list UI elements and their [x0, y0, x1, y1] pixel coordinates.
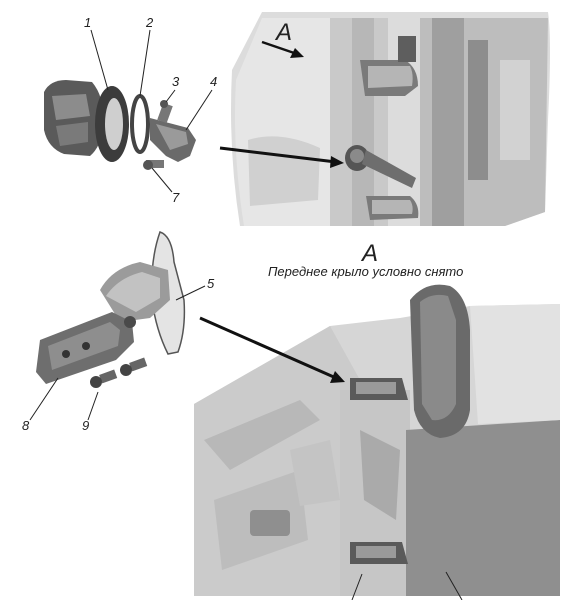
callout-8: 8	[22, 418, 30, 433]
callout-2: 2	[145, 15, 154, 30]
check-strap-exploded	[44, 80, 196, 170]
callout-9: 9	[82, 418, 89, 433]
washer	[130, 94, 150, 154]
view-label-top: A	[274, 19, 292, 46]
callout-1: 1	[84, 15, 91, 30]
callout-4: 4	[210, 74, 217, 89]
door-hinge-photo: A	[231, 12, 550, 226]
pointer-arrows	[199, 146, 345, 383]
view-label-title: A	[360, 240, 378, 267]
view-caption: Переднее крыло условно снято	[268, 264, 463, 279]
callout-3: 3	[172, 74, 180, 89]
callout-5: 5	[207, 276, 215, 291]
callout-7: 7	[172, 190, 180, 205]
hood-hinge-photo	[194, 284, 560, 596]
callouts: 1 2 3 4 7 5 8 9	[22, 15, 217, 433]
hood-hinge-exploded	[36, 231, 186, 388]
